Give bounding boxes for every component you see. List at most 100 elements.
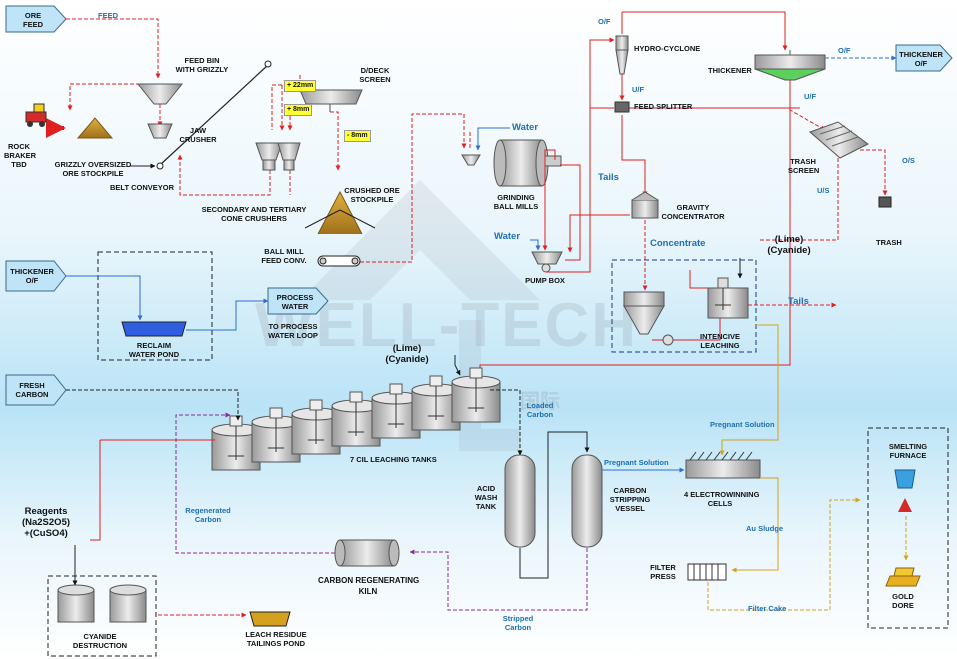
cil-tanks-icon: [211, 367, 501, 471]
lime-cyanide-label-2: (Lime)(Cyanide): [385, 343, 429, 365]
hydrocyclone-label: HYDRO-CYCLONE: [634, 44, 701, 53]
thickener-of-out-arrow: [895, 44, 953, 72]
of-label-2: O/F: [838, 46, 851, 55]
intensive-tank-icon: [707, 277, 749, 319]
rock-breaker-icon: [25, 103, 47, 127]
filter-press-icon: [687, 563, 727, 581]
carbon-stripping-vessel-icon: [571, 454, 603, 548]
uf-label-1: U/F: [632, 85, 645, 94]
trash-label: TRASH: [876, 238, 902, 247]
water-label-2: Water: [494, 231, 521, 242]
thickener-icon: [754, 50, 826, 81]
smelting-box: [867, 427, 949, 629]
cyanide-tanks-icon: [57, 584, 147, 623]
intensive-leaching-box: [611, 259, 757, 353]
thickener-label: THICKENER: [708, 66, 752, 75]
ball-mill-icon: [461, 139, 562, 187]
lime-cyanide-label-1: (Lime)(Cyanide): [767, 234, 811, 256]
cil-tank: [451, 367, 501, 423]
plus22-tag: + 22mm: [284, 80, 317, 92]
electrowinning-icon: [685, 451, 761, 479]
pregnant-solution-label-2: Pregnant Solution: [710, 420, 775, 429]
feed-bin-icon: [136, 83, 184, 105]
ore-feed-arrow: [5, 5, 67, 33]
belt-conveyor-label: BELT CONVEYOR: [110, 183, 175, 192]
cil-tanks-label: 7 CIL LEACHING TANKS: [350, 455, 437, 464]
pump-box-label: PUMP BOX: [525, 276, 565, 285]
carbon-kiln-icon: [334, 539, 400, 567]
tails-label-1: Tails: [598, 172, 619, 183]
tailings-pond-icon: [249, 611, 291, 627]
hydrocyclone-icon: [615, 35, 629, 75]
us-label: U/S: [817, 186, 830, 195]
reclaim-pond-icon: [121, 321, 187, 337]
process-water-arrow: [267, 287, 329, 315]
gold-dore-icon: [885, 567, 921, 587]
water-label-1: Water: [512, 122, 539, 133]
uf-label-2: U/F: [804, 92, 817, 101]
cone-crushers-icon: [255, 142, 301, 171]
acid-wash-tank-icon: [504, 454, 536, 548]
smelting-furnace-icon: [894, 469, 916, 512]
feed-splitter-icon: [614, 101, 630, 113]
jaw-crusher-icon: [147, 123, 173, 139]
gravity-concentrator-icon: [631, 191, 659, 219]
fresh-carbon-arrow: [5, 374, 67, 406]
pregnant-solution-label-1: Pregnant Solution: [604, 458, 669, 467]
intensive-cone-icon: [623, 291, 674, 346]
minus8-tag: - 8mm: [344, 130, 371, 142]
os-label: O/S: [902, 156, 915, 165]
feed-label: FEED: [98, 11, 119, 20]
of-label-1: O/F: [598, 17, 611, 26]
concentrate-label: Concentrate: [650, 238, 706, 249]
reclaim-water-box: [97, 251, 213, 361]
trash-screen-icon: [809, 121, 869, 159]
feed-splitter-label: FEED SPLITTER: [634, 102, 693, 111]
pump-box-icon: [531, 251, 563, 273]
filter-cake-label: Filter Cake: [748, 604, 787, 613]
plus8-tag: + 8mm: [284, 104, 313, 116]
watermark-logo: [300, 180, 540, 300]
watermark-subtext: 国际: [520, 389, 560, 413]
ore-stockpile-icon: [76, 117, 114, 139]
reagents-label: Reagents(Na2S2O5)+(CuSO4): [21, 506, 71, 539]
trash-icon: [878, 196, 892, 208]
tails-label-2: Tails: [788, 296, 809, 307]
cyanide-destruction-box: [47, 575, 157, 657]
thickener-of-in-arrow: [5, 260, 67, 292]
ddeck-screen-icon: [299, 89, 363, 105]
